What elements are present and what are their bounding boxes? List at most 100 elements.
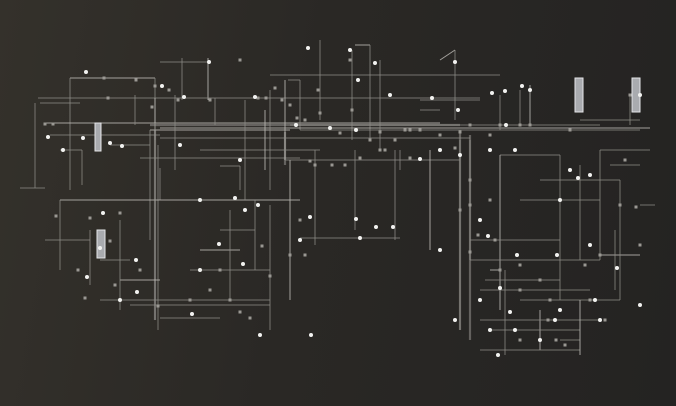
component-block (96, 229, 106, 259)
pad-square (403, 128, 407, 132)
pad-square (338, 131, 342, 135)
node-dot (504, 123, 508, 127)
pad-square (468, 178, 472, 182)
node-dot (513, 328, 517, 332)
node-dot (588, 173, 592, 177)
thick-wire-layer (150, 123, 472, 340)
pad-square (208, 98, 212, 102)
node-dot (488, 148, 492, 152)
node-dot (354, 128, 358, 132)
node-dot (198, 198, 202, 202)
pad-square (316, 88, 320, 92)
pad-square (248, 316, 252, 320)
pad-square (518, 123, 522, 127)
node-dot (486, 234, 490, 238)
pad-square (634, 205, 638, 209)
node-dot (615, 266, 619, 270)
node-dot (438, 148, 442, 152)
node-dot (253, 95, 257, 99)
node-dot (238, 158, 242, 162)
pad-square (280, 98, 284, 102)
node-dot (198, 268, 202, 272)
node-dot (298, 238, 302, 242)
node-dot (488, 328, 492, 332)
node-dot (418, 157, 422, 161)
pad-square (546, 318, 550, 322)
node-dot (515, 253, 519, 257)
node-dot (478, 298, 482, 302)
pad-square (518, 338, 522, 342)
pad-square (623, 158, 627, 162)
pad-square (134, 78, 138, 82)
pad-square (156, 304, 160, 308)
pad-square (102, 76, 106, 80)
node-dot (593, 298, 597, 302)
node-dot (81, 136, 85, 140)
node-dot (638, 93, 642, 97)
node-dot (84, 70, 88, 74)
node-dot (576, 176, 580, 180)
pad-square (468, 250, 472, 254)
node-dot (528, 88, 532, 92)
node-dot (190, 312, 194, 316)
node-dot (243, 208, 247, 212)
pad-square (153, 84, 157, 88)
node-dot (374, 225, 378, 229)
node-dot (490, 91, 494, 95)
pad-square (303, 118, 307, 122)
pad-square (308, 159, 312, 163)
pad-square (378, 130, 382, 134)
pad-square (303, 253, 307, 257)
pad-square (378, 148, 382, 152)
pad-square (408, 156, 412, 160)
pad-square (88, 216, 92, 220)
node-dot (108, 141, 112, 145)
node-dot (456, 108, 460, 112)
pad-square (118, 211, 122, 215)
pad-square (588, 298, 592, 302)
node-dot (120, 144, 124, 148)
pad-square (268, 274, 272, 278)
node-dot (638, 303, 642, 307)
pad-square (167, 88, 171, 92)
node-dot (207, 60, 211, 64)
node-dot (558, 308, 562, 312)
node-dot (256, 203, 260, 207)
pad-square (476, 233, 480, 237)
pad-square (76, 268, 80, 272)
node-dot (478, 218, 482, 222)
pad-square (528, 123, 532, 127)
node-dot (98, 246, 102, 250)
pad-square (273, 86, 277, 90)
pad-square (563, 343, 567, 347)
node-dot (358, 236, 362, 240)
pad-square (51, 122, 55, 126)
node-layer (46, 46, 642, 357)
pad-square (548, 298, 552, 302)
pad-square (603, 318, 607, 322)
pad-square (368, 138, 372, 142)
node-dot (309, 333, 313, 337)
node-dot (453, 60, 457, 64)
pad-square (54, 214, 58, 218)
pad-square (498, 268, 502, 272)
node-dot (498, 286, 502, 290)
pad-square (468, 203, 472, 207)
node-dot (101, 211, 105, 215)
pad-square (468, 123, 472, 127)
node-dot (308, 215, 312, 219)
node-dot (61, 148, 65, 152)
pad-square (83, 296, 87, 300)
pad-square (493, 238, 497, 242)
node-dot (160, 84, 164, 88)
node-dot (588, 243, 592, 247)
pad-square (138, 268, 142, 272)
pad-square (583, 263, 587, 267)
pad-square (383, 148, 387, 152)
node-dot (241, 262, 245, 266)
pad-square (488, 198, 492, 202)
wire (439, 49, 456, 61)
pad-square (343, 163, 347, 167)
